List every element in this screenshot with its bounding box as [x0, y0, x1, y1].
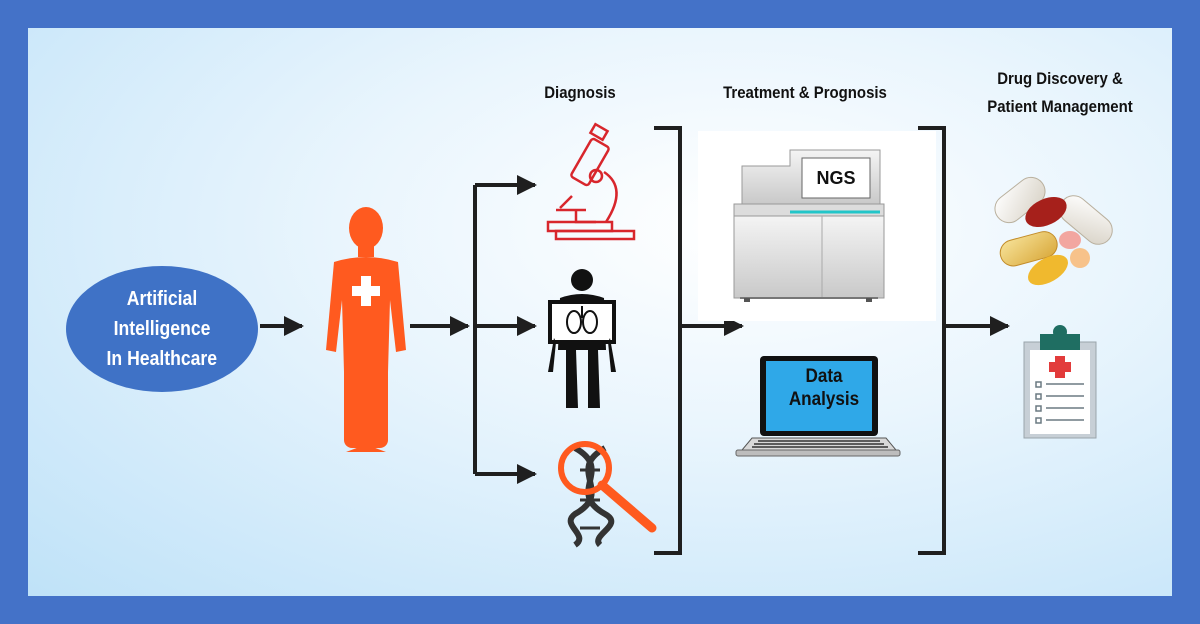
bracket-treatment — [918, 126, 946, 555]
ngs-machine-icon — [698, 131, 936, 321]
data-analysis-line2: Analysis — [788, 389, 860, 410]
data-analysis-line1: Data — [805, 366, 843, 387]
data-analysis-label: Data Analysis — [766, 365, 882, 411]
ai-in-healthcare-node: Artificial Intelligence In Healthcare — [66, 266, 258, 392]
ngs-label: NGS — [816, 168, 856, 188]
ai-label-line3: In Healthcare — [106, 348, 218, 370]
pills-icon — [994, 176, 1113, 286]
header-diagnosis: Diagnosis — [544, 83, 616, 102]
clipboard-icon — [1023, 325, 1097, 439]
header-patient-management: Patient Management — [987, 97, 1133, 116]
header-treatment-prognosis: Treatment & Prognosis — [723, 83, 887, 102]
ai-label-line2: Intelligence — [113, 318, 211, 340]
microscope-icon — [546, 122, 636, 241]
header-drug-discovery: Drug Discovery & — [997, 69, 1123, 88]
ai-label-line1: Artificial — [126, 288, 198, 310]
connector-arrows — [260, 126, 1010, 555]
dna-search-icon — [558, 441, 657, 548]
patient-figure-icon — [326, 207, 406, 452]
laptop-icon — [735, 356, 901, 457]
bracket-diagnosis — [654, 126, 682, 555]
xray-icon — [548, 269, 616, 408]
